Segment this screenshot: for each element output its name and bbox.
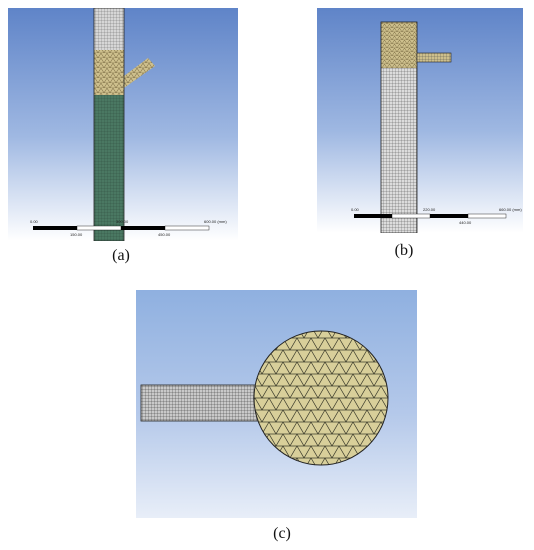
scale-tick-2: 600.00 (mm) [204, 219, 227, 224]
scale-tick-4: 450.00 [158, 232, 171, 237]
column-cross-section-disc [253, 330, 389, 466]
scale-tick-3: 150.00 [70, 232, 83, 237]
side-nozzle [416, 52, 452, 63]
panel-c-geometry [140, 330, 389, 466]
inlet-pipe [140, 384, 272, 422]
caption-a: (a) [112, 247, 130, 264]
scale-tick-3: 440.00 [459, 220, 472, 225]
caption-c: (c) [273, 525, 291, 542]
panel-a-mesh-view: 0.00 300.00 600.00 (mm) 150.00 450.00 [8, 8, 238, 241]
scale-bar: 0.00 300.00 600.00 (mm) 150.00 450.00 [30, 219, 227, 237]
panel-a-geometry: 0.00 300.00 600.00 (mm) 150.00 450.00 [30, 8, 227, 241]
scale-tick-0: 0.00 [30, 219, 39, 224]
scale-bar: 0.00 220.00 660.00 (mm) 440.00 [351, 207, 522, 225]
panel-b-mesh-view: 0.00 220.00 660.00 (mm) 440.00 [317, 8, 523, 233]
viewport-background [317, 8, 523, 233]
scale-tick-1: 220.00 [423, 207, 436, 212]
scale-tick-2: 660.00 (mm) [499, 207, 522, 212]
scale-tick-1: 300.00 [116, 219, 129, 224]
panel-c-mesh-view [136, 290, 417, 518]
side-nozzle [124, 58, 155, 88]
panel-b-geometry: 0.00 220.00 660.00 (mm) 440.00 [351, 21, 522, 233]
caption-b: (b) [394, 242, 414, 259]
scale-tick-0: 0.00 [351, 207, 360, 212]
